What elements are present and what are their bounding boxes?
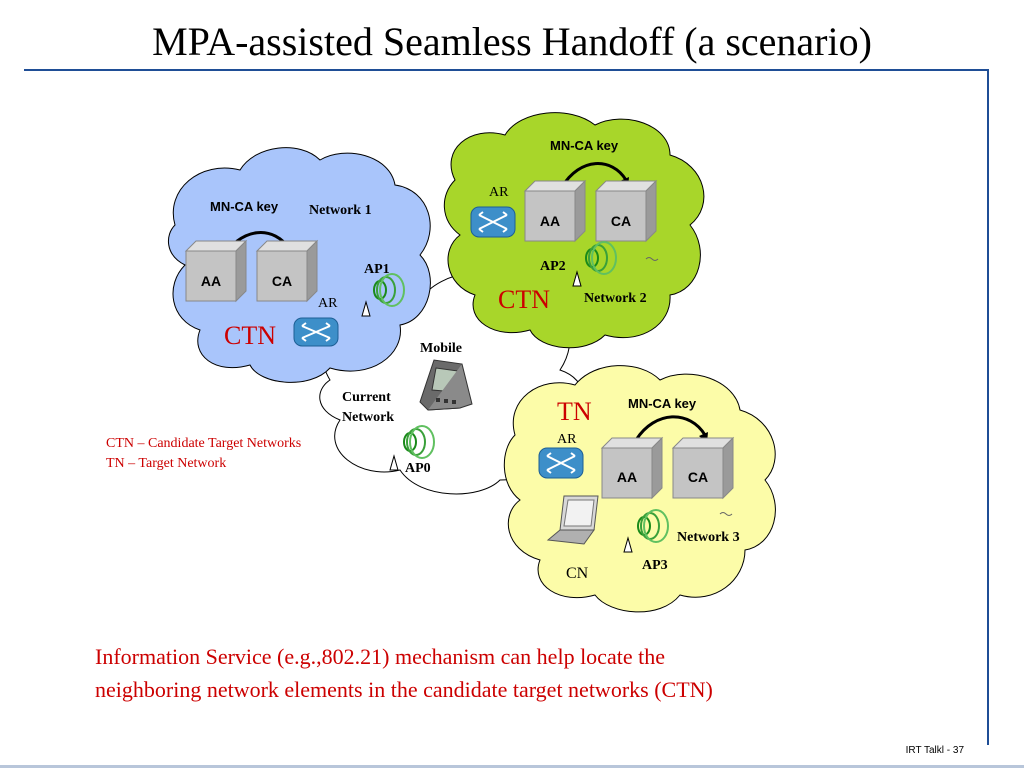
current-network-label-line1: Current [342,390,391,405]
network2-key-label: MN-CA key [550,138,619,153]
network2-ca-box [595,190,647,242]
network2-squiggle [645,257,659,261]
network1-name: Network 1 [309,203,372,218]
network3-name: Network 3 [677,530,740,545]
legend-ctn: CTN – Candidate Target Networks [106,436,301,451]
ap0-label: AP0 [405,461,431,476]
slide-footer: IRT Talkl - 37 [905,745,964,756]
mobile-device-icon [419,359,473,411]
legend-tn: TN – Target Network [106,456,226,471]
network1-ar-label: AR [318,296,338,311]
network1-aa-label: AA [201,273,221,289]
network3-status: TN [557,397,592,426]
network3-ap-waves [637,509,669,543]
network2-ap-waves [585,241,617,275]
network1-aa-box [185,250,237,302]
network3-ap-antenna [623,536,633,553]
cn-laptop-icon [546,495,599,545]
network1-status: CTN [224,321,276,350]
mobile-label: Mobile [420,341,462,356]
network3-router-icon [538,447,584,479]
title-rule [24,69,988,71]
network2-status: CTN [498,285,550,314]
network3-aa-box [601,447,653,499]
slide-title: MPA-assisted Seamless Handoff (a scenari… [152,19,872,64]
right-border-rule [987,69,989,745]
network3-ar-label: AR [557,432,577,447]
network3-ca-box-side [722,436,734,500]
network3-key-label: MN-CA key [628,396,697,411]
caption-line-2: neighboring network elements in the cand… [95,677,713,702]
network2-ca-label: CA [611,213,631,229]
network3-ap-label: AP3 [642,558,668,573]
network3-aa-box-side [651,436,663,500]
current-network-contents: Mobile Current Network AP0 [342,341,473,476]
network2-aa-box [524,190,576,242]
legend: CTN – Candidate Target Networks TN – Tar… [106,436,301,471]
network2-ca-box-side [645,179,657,243]
network2-router-icon [470,206,516,238]
network1-ca-label: CA [272,273,292,289]
network1-aa-box-side [235,239,247,303]
network3-key-arrow [634,415,707,441]
network1-ap-antenna [361,300,371,317]
network1-key-label: MN-CA key [210,199,279,214]
network3-contents: TN MN-CA key AR AA CA CN [538,396,740,582]
network1-router-icon [293,317,339,347]
bottom-rule [0,765,1024,768]
network3-ca-label: CA [688,469,708,485]
network2-ap-label: AP2 [540,259,566,274]
network1-ap-label: AP1 [364,262,390,277]
network2-key-arrow [560,162,628,188]
current-network-label-line2: Network [342,410,394,425]
network3-squiggle [719,512,733,516]
network2-ap-antenna [572,270,582,287]
network2-ar-label: AR [489,185,509,200]
slide-caption: Information Service (e.g.,802.21) mechan… [95,640,955,706]
network2-aa-label: AA [540,213,560,229]
network1-ca-box-side [306,239,318,303]
network3-ca-box [672,447,724,499]
network2-name: Network 2 [584,291,647,306]
cn-label: CN [566,565,589,582]
ap0-antenna [389,454,399,471]
network3-aa-label: AA [617,469,637,485]
ap0-waves [403,425,435,459]
caption-line-1: Information Service (e.g.,802.21) mechan… [95,644,665,669]
network1-ca-box [256,250,308,302]
network1-contents: MN-CA key Network 1 AA CA AP1 AR CTN [184,199,405,350]
network1-ap-waves [373,273,405,307]
network2-aa-box-side [574,179,586,243]
network2-contents: MN-CA key AR AA CA AP2 CTN Network 2 [470,138,659,314]
